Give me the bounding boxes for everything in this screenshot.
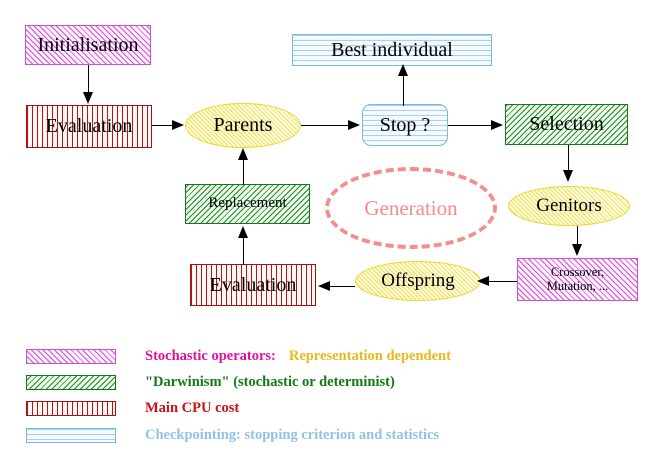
edge-replacement-parents-line bbox=[243, 158, 245, 185]
node-evaluation-bottom[interactable]: Evaluation bbox=[190, 264, 316, 306]
edge-parents-stop-line bbox=[301, 125, 349, 127]
node-stop[interactable]: Stop ? bbox=[362, 104, 448, 146]
node-replacement[interactable]: Replacement bbox=[185, 184, 310, 224]
edge-evaluation-replacement-arrow bbox=[237, 226, 248, 238]
node-initialisation[interactable]: Initialisation bbox=[25, 25, 151, 65]
node-parents[interactable]: Parents bbox=[185, 103, 301, 148]
legend-swatch-green-diagonal-hatch bbox=[26, 375, 116, 390]
legend-text-main-cpu-cost: Main CPU cost bbox=[145, 400, 240, 416]
legend-swatch-red-vertical-hatch bbox=[26, 401, 116, 416]
edge-genitors-crossover-arrow bbox=[571, 244, 582, 256]
edge-selection-genitors-line bbox=[568, 145, 570, 173]
edge-stop-selection-arrow bbox=[491, 119, 503, 130]
edge-evaluation-replacement-line bbox=[243, 235, 245, 265]
edge-replacement-parents-arrow bbox=[237, 148, 248, 160]
edge-initialisation-evaluation-line bbox=[88, 65, 90, 95]
edge-stop-selection-line bbox=[448, 125, 492, 127]
legend-label-stochastic-operators: Stochastic operators: Representation depe… bbox=[145, 348, 451, 365]
node-selection[interactable]: Selection bbox=[505, 104, 628, 145]
edge-initialisation-evaluation-arrow bbox=[82, 92, 93, 104]
node-crossover-mutation[interactable]: Crossover, Mutation, ... bbox=[517, 258, 638, 301]
edge-genitors-crossover-line bbox=[577, 226, 579, 246]
legend-text-representation-dependent: Representation dependent bbox=[288, 348, 451, 364]
edge-offspring-evaluation-line bbox=[329, 286, 355, 288]
edge-stop-best-individual-arrow bbox=[397, 64, 408, 76]
edge-offspring-evaluation-arrow bbox=[318, 280, 330, 291]
legend-swatch-magenta-diagonal-hatch bbox=[26, 349, 116, 364]
legend-row-stochastic-operators: Stochastic operators: Representation depe… bbox=[26, 348, 451, 365]
edge-selection-genitors-arrow bbox=[562, 170, 573, 182]
legend-row-darwinism: "Darwinism" (stochastic or determinist) bbox=[26, 374, 395, 391]
node-best-individual[interactable]: Best individual bbox=[292, 34, 492, 66]
node-generation-cycle: Generation bbox=[325, 167, 497, 249]
legend-swatch-blue-horizontal-hatch bbox=[26, 428, 116, 443]
edge-crossover-offspring-line bbox=[487, 281, 517, 283]
edge-stop-best-individual-line bbox=[403, 72, 405, 106]
edge-crossover-offspring-arrow bbox=[477, 275, 489, 286]
edge-evaluation-parents-arrow bbox=[172, 119, 184, 130]
node-offspring[interactable]: Offspring bbox=[355, 261, 481, 301]
edge-evaluation-parents-line bbox=[152, 125, 174, 127]
edge-parents-stop-arrow bbox=[348, 119, 360, 130]
legend-text-darwinism: "Darwinism" (stochastic or determinist) bbox=[145, 374, 395, 390]
legend-text-checkpointing: Checkpointing: stopping criterion and st… bbox=[145, 427, 440, 443]
node-genitors[interactable]: Genitors bbox=[508, 186, 630, 226]
node-evaluation-top[interactable]: Evaluation bbox=[26, 105, 152, 148]
legend-text-stochastic-operators: Stochastic operators: bbox=[145, 348, 276, 364]
legend-row-checkpointing: Checkpointing: stopping criterion and st… bbox=[26, 427, 439, 444]
legend-row-main-cpu-cost: Main CPU cost bbox=[26, 400, 239, 417]
